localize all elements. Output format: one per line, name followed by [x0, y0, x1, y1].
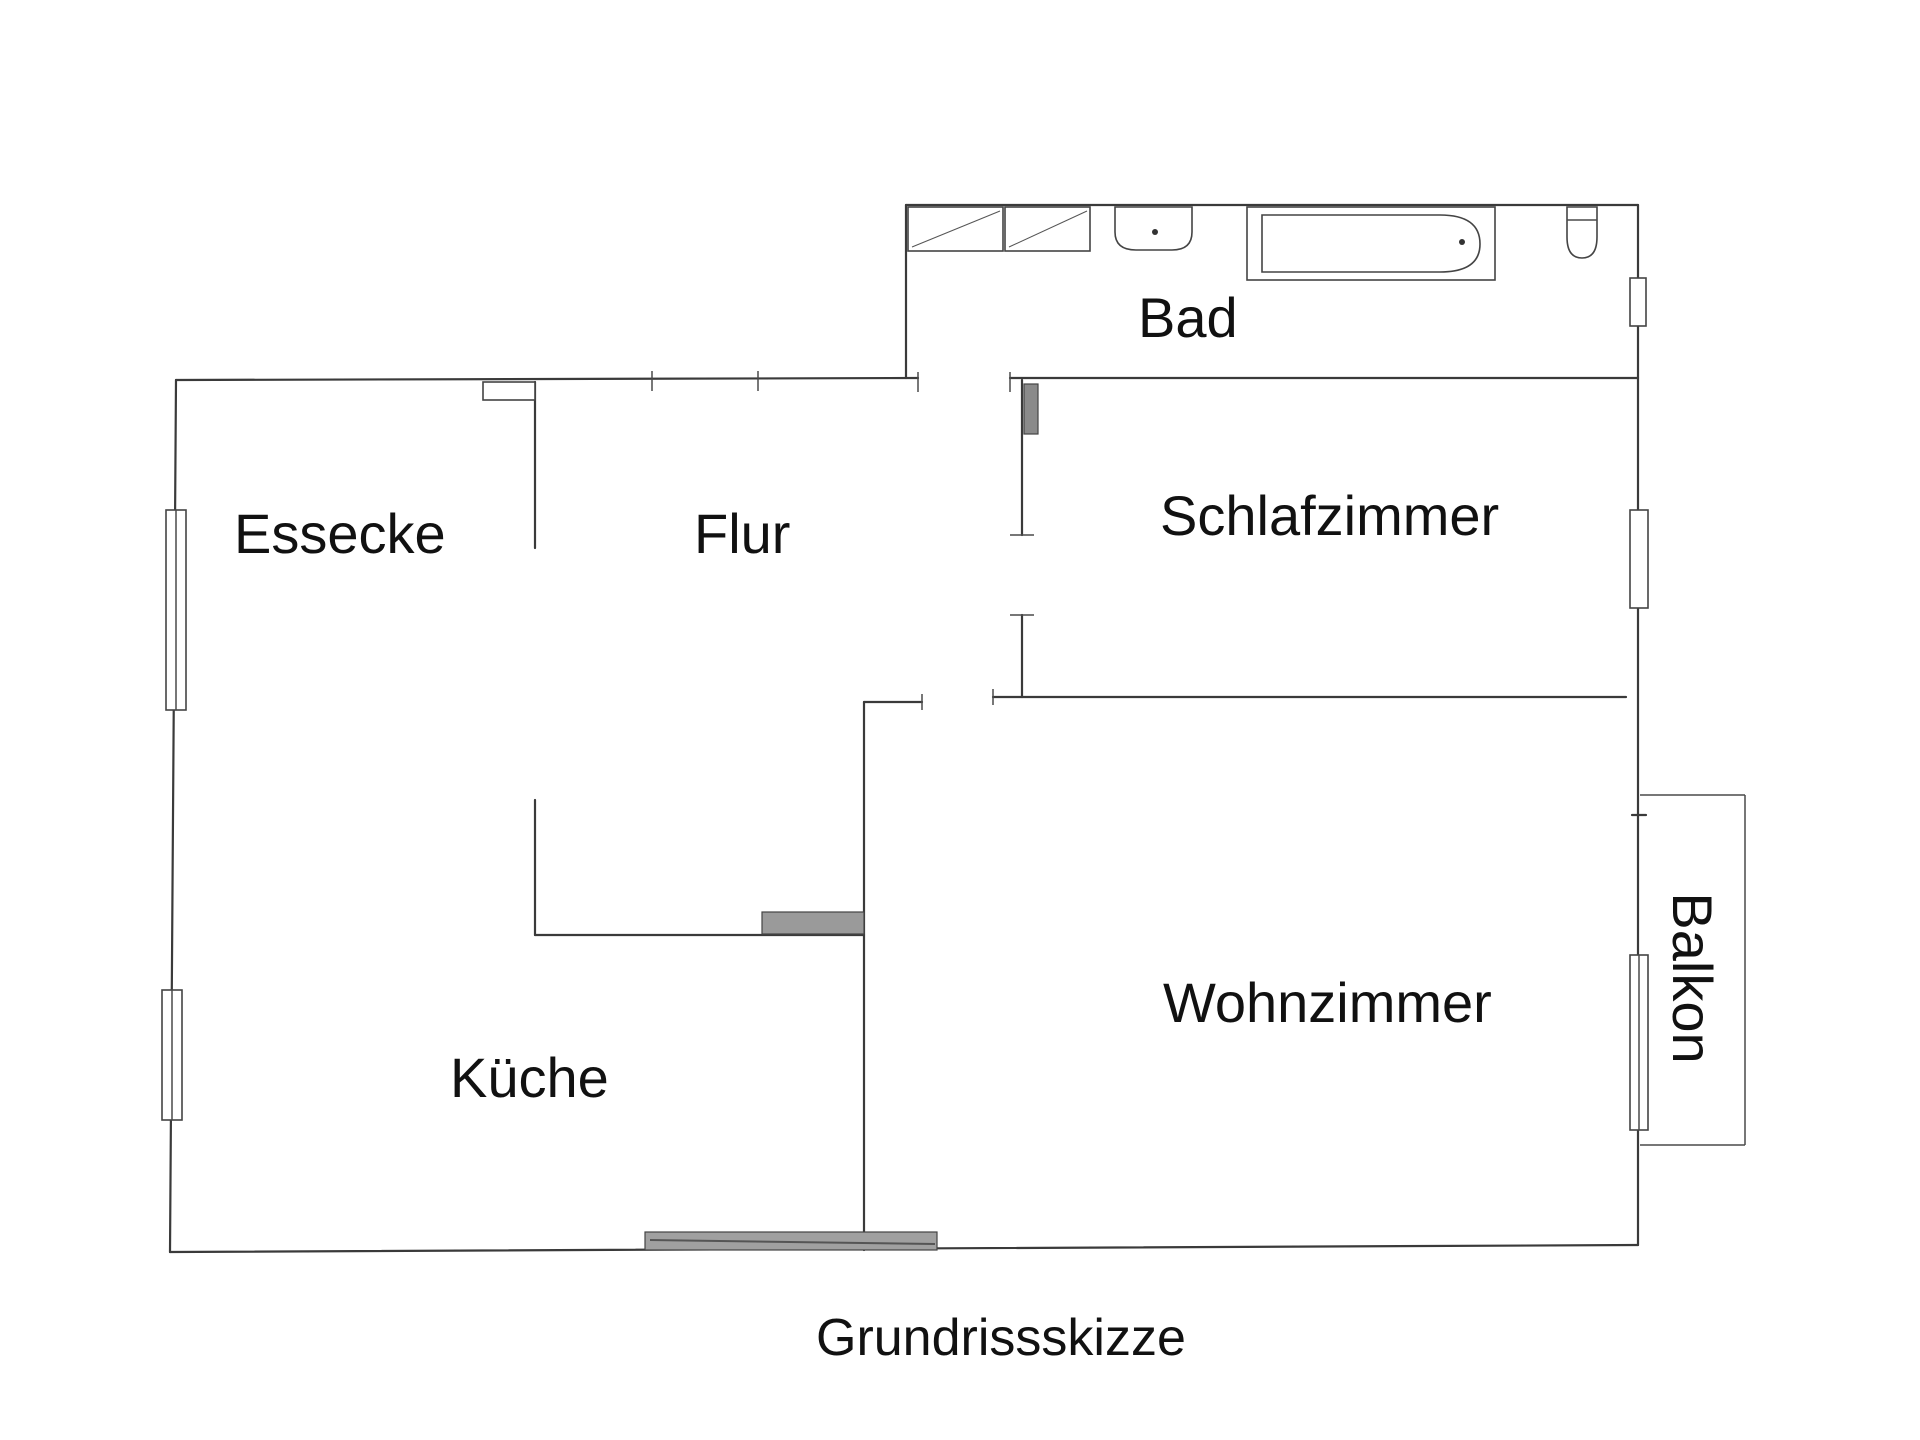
room-label-essecke: Essecke — [234, 502, 446, 565]
room-label-schlafzimmer: Schlafzimmer — [1160, 484, 1500, 547]
interior-walls — [533, 371, 1628, 1252]
doors — [482, 381, 1039, 1251]
plan-caption: Grundrissskizze — [816, 1309, 1186, 1367]
balcony — [1630, 794, 1746, 1146]
room-label-wohnzimmer: Wohnzimmer — [1163, 971, 1492, 1034]
room-label-balkon: Balkon — [1661, 892, 1724, 1064]
room-label-bad: Bad — [1138, 286, 1238, 349]
outer-walls — [168, 203, 1640, 1254]
room-label-kueche: Küche — [450, 1046, 609, 1109]
room-label-flur: Flur — [694, 502, 791, 565]
windows — [161, 277, 1649, 1131]
bathroom-fixtures — [907, 206, 1598, 281]
